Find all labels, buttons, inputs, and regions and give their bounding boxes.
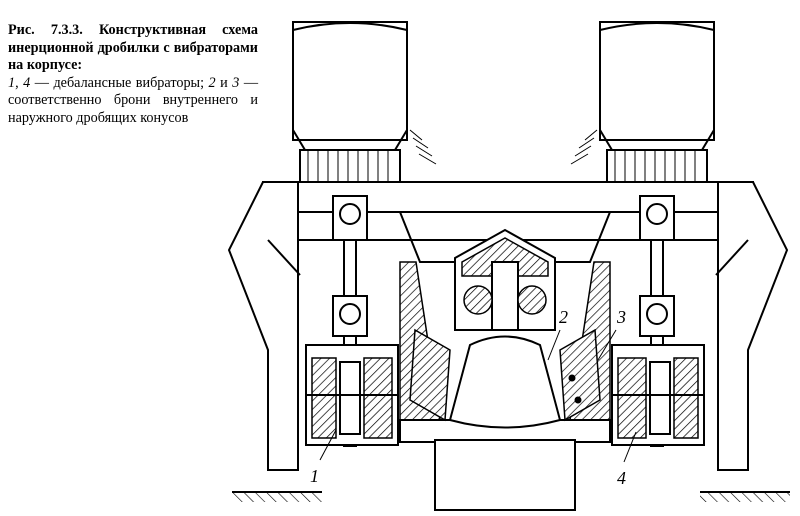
legend-num-2: 2 xyxy=(208,74,216,91)
inner-cone xyxy=(409,228,601,511)
callout-label-2: 2 xyxy=(559,307,568,327)
legend-num-4: 4 xyxy=(23,74,31,91)
right-motor xyxy=(570,21,715,183)
left-support xyxy=(227,181,301,471)
callout-label-1: 1 xyxy=(310,466,319,486)
left-motor xyxy=(292,21,437,183)
leader-lines xyxy=(319,329,637,463)
left-vibrator xyxy=(305,344,399,446)
callout-label-3: 3 xyxy=(616,307,626,327)
legend-liners-text: — соответственно брони внутреннего и нар… xyxy=(8,74,259,126)
callout-label-4: 4 xyxy=(617,468,626,488)
right-vibrator xyxy=(611,344,705,446)
figure-caption: Рис. 7.3.3. Конструктивная схема инерцио… xyxy=(8,22,258,128)
legend-num-1: 1 xyxy=(8,74,16,91)
caption-legend: 1, 4 — дебалансные вибраторы; 2 и 3 — со… xyxy=(8,75,258,128)
legend-num-3: 3 xyxy=(232,74,240,91)
ground-right xyxy=(700,491,790,502)
right-support xyxy=(715,181,789,471)
legend-and: и xyxy=(215,74,233,91)
legend-vibrators-text: — дебалансные вибраторы; xyxy=(30,74,205,91)
ground-left xyxy=(232,491,322,502)
liner-bolts xyxy=(568,374,582,404)
legend-sep: , xyxy=(15,74,24,91)
caption-title: Рис. 7.3.3. Конструктивная схема инерцио… xyxy=(8,22,258,74)
